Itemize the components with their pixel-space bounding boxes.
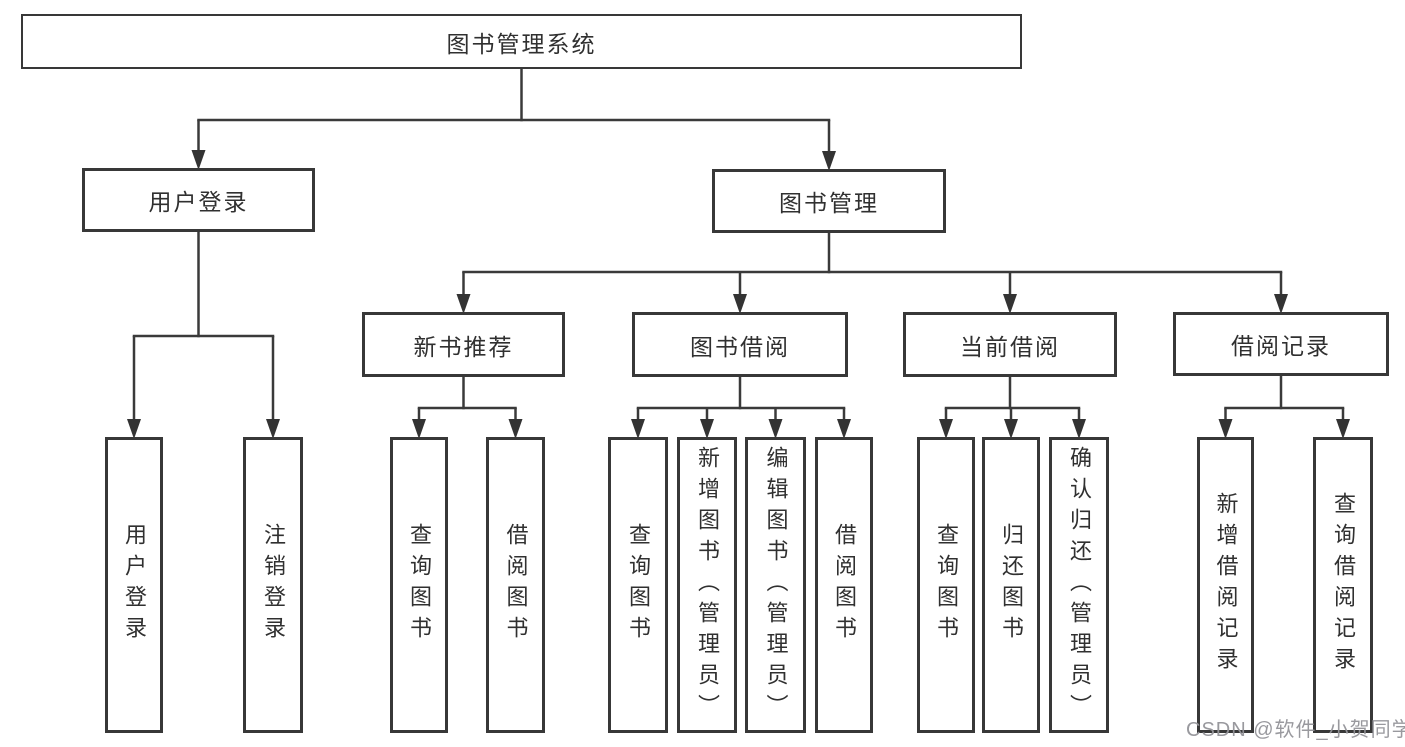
node-label: 注销登录 [261, 523, 286, 647]
node-leaf-logout: 注销登录 [243, 437, 303, 733]
arrowhead-icon [700, 419, 714, 439]
node-leaf-user-login: 用户登录 [105, 437, 163, 733]
node-label: 借阅图书 [503, 523, 529, 647]
arrowhead-icon [412, 419, 426, 439]
node-label: 图书管理 [779, 190, 879, 216]
node-label: 新书推荐 [413, 333, 514, 360]
node-leaf-borrow-books-1: 借阅图书 [486, 437, 545, 733]
arrowhead-icon [508, 419, 523, 439]
node-label: 编辑图书（管理员） [763, 445, 789, 725]
arrowhead-icon [1004, 419, 1018, 439]
node-label: 借阅图书 [832, 523, 857, 647]
arrowhead-icon [1218, 419, 1233, 439]
node-book-management: 图书管理 [712, 169, 946, 233]
node-label: 当前借阅 [960, 333, 1060, 360]
node-leaf-query-books-2: 查询图书 [608, 437, 668, 733]
arrowhead-icon [837, 419, 851, 439]
node-leaf-borrow-books-2: 借阅图书 [815, 437, 873, 733]
arrowhead-icon [733, 294, 747, 314]
node-label: 新增图书（管理员） [695, 445, 720, 725]
node-label: 用户登录 [122, 523, 147, 647]
node-borrowing-records: 借阅记录 [1173, 312, 1389, 376]
node-label: 查询借阅记录 [1331, 492, 1356, 678]
node-leaf-query-books-3: 查询图书 [917, 437, 975, 733]
node-leaf-query-record: 查询借阅记录 [1313, 437, 1373, 733]
arrowhead-icon [939, 419, 953, 439]
arrowhead-icon [456, 294, 471, 314]
arrowhead-icon [191, 150, 206, 170]
node-label: 新增借阅记录 [1213, 492, 1239, 678]
node-leaf-add-book: 新增图书（管理员） [677, 437, 737, 733]
node-new-book-recommend: 新书推荐 [362, 312, 565, 377]
watermark: CSDN @软件_小贺同学 [1186, 719, 1405, 741]
node-label: 用户登录 [148, 189, 249, 215]
node-label: 查询图书 [407, 523, 432, 647]
node-user-login: 用户登录 [82, 168, 315, 232]
node-leaf-edit-book: 编辑图书（管理员） [745, 437, 806, 733]
node-label: 图书管理系统 [446, 30, 597, 57]
node-book-borrowing: 图书借阅 [632, 312, 848, 377]
node-current-borrowing: 当前借阅 [903, 312, 1117, 377]
node-root: 图书管理系统 [21, 14, 1022, 69]
node-leaf-query-books-1: 查询图书 [390, 437, 448, 733]
arrowhead-icon [768, 419, 783, 439]
node-label: 查询图书 [626, 523, 651, 647]
arrowhead-icon [1003, 294, 1017, 314]
node-leaf-add-record: 新增借阅记录 [1197, 437, 1254, 733]
node-leaf-return-book: 归还图书 [982, 437, 1040, 733]
arrowhead-icon [266, 419, 280, 439]
arrowhead-icon [1072, 419, 1086, 439]
node-label: 归还图书 [999, 523, 1024, 647]
node-label: 借阅记录 [1231, 333, 1331, 359]
node-label: 查询图书 [934, 523, 959, 647]
arrowhead-icon [127, 419, 141, 439]
node-label: 图书借阅 [690, 333, 790, 360]
arrowhead-icon [631, 419, 645, 439]
arrowhead-icon [1274, 294, 1288, 314]
arrowhead-icon [1336, 419, 1350, 439]
node-label: 确认归还（管理员） [1067, 445, 1092, 725]
arrowhead-icon [822, 151, 836, 171]
node-leaf-confirm-return: 确认归还（管理员） [1049, 437, 1109, 733]
